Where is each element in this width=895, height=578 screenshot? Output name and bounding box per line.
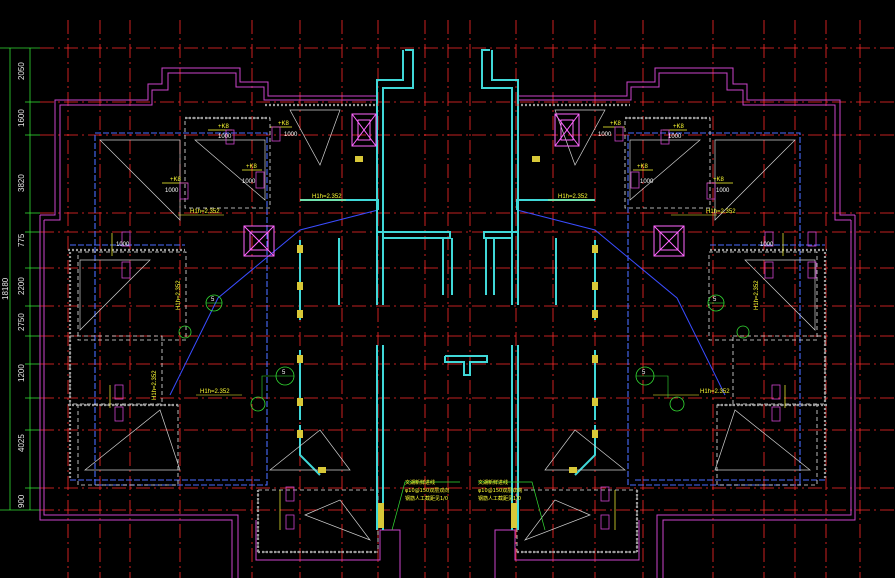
slab-hook-label: +K8	[170, 177, 182, 183]
slab-hook-label: +K8	[610, 121, 622, 127]
elevation-label-left: H1h=2.352	[312, 194, 342, 200]
dim-label-1: 1600	[17, 109, 26, 127]
columns	[243, 113, 685, 257]
slab-tag	[771, 384, 786, 422]
slab-hook-label: +K8	[637, 164, 649, 170]
note-left-line-2: φ10@150双层双向	[405, 487, 449, 494]
elevation-label-left: H1h=2.352	[152, 370, 158, 400]
elevation-label-left: H1h=2.352	[190, 209, 220, 215]
slab-size-label: 1000	[218, 134, 232, 140]
dim-label-7: 4025	[17, 434, 26, 452]
slab-hook-label: +K8	[278, 121, 290, 127]
slab-size-label: 1000	[598, 132, 612, 138]
note-right-line-3: 钢筋人工截距见1/0	[478, 495, 521, 502]
section-mark-label: 5	[211, 297, 215, 303]
stair-openings	[79, 109, 816, 541]
dimension-chain-left	[0, 47, 40, 511]
slab-size-label: 1000	[716, 188, 730, 194]
note-right-line-2: φ10@150双层双向	[478, 487, 522, 494]
slab-annotations: +K8 1000 +K8 1000 +K8 1000 +K8 1000 1000	[109, 121, 817, 530]
elevation-label-left: H1h=2.352	[200, 389, 230, 395]
slab-tag: +K8 1000	[660, 124, 687, 145]
elevation-label-right: H1h=2.352	[706, 209, 736, 215]
slab-size-label: 1000	[760, 242, 774, 248]
section-mark-label: 5	[282, 370, 286, 376]
section-markers: 5 5 5 5	[178, 294, 750, 412]
dim-label-6: 1200	[17, 364, 26, 382]
structural-walls	[299, 49, 596, 530]
slab-tag	[600, 486, 616, 530]
dim-label-0: 2050	[17, 62, 26, 80]
slab-tag: +K8 1000	[630, 164, 654, 189]
elevation-label-right: H1h=2.352	[700, 389, 730, 395]
dim-label-8: 900	[17, 494, 26, 508]
wall-studs	[297, 156, 598, 528]
slab-tag: +K8 1000	[208, 124, 235, 145]
slab-size-label: 1000	[242, 179, 256, 185]
dim-label-4: 2200	[17, 277, 26, 295]
slab-size-label: 1000	[116, 242, 130, 248]
note-left-line-1: 文湖新鲜进线	[405, 479, 435, 486]
slab-tag: 1000	[111, 231, 131, 256]
slab-tag: +K8 1000	[598, 121, 625, 142]
slab-size-label: 1000	[640, 179, 654, 185]
slab-hook-label: +K8	[218, 124, 230, 130]
slab-size-label: 1000	[284, 132, 298, 138]
elevation-label-right: H1h=2.352	[558, 194, 588, 200]
dimension-labels: 2050 1600 3820 775 2200 2750 1200 4025 9…	[1, 62, 26, 508]
slab-size-label: 1000	[165, 188, 179, 194]
slab-tag: +K8 1000	[706, 177, 733, 200]
beam-lines	[70, 132, 825, 486]
dim-label-3: 775	[17, 233, 26, 247]
section-mark-label: 5	[642, 370, 646, 376]
slab-tag	[109, 384, 124, 422]
slab-tag: +K8 1000	[162, 177, 189, 200]
elevation-labels: H1h=2.352 H1h=2.352 H1h=2.352 H1h=2.352 …	[152, 194, 760, 400]
slab-tag: +K8 1000	[270, 121, 298, 142]
slab-hook-label: +K8	[713, 177, 725, 183]
slab-tag	[121, 261, 131, 279]
slab-tag: +K8 1000	[242, 164, 265, 189]
diagonal-beams	[169, 209, 726, 396]
section-mark-label: 5	[713, 297, 717, 303]
wall-hatching	[68, 103, 827, 554]
dim-label-5: 2750	[17, 313, 26, 331]
elevation-label-left: H1h=2.352	[176, 280, 182, 310]
slab-hook-label: +K8	[246, 164, 258, 170]
outer-outline	[39, 67, 856, 578]
slab-hook-label: +K8	[673, 124, 685, 130]
slab-tag: 1000	[760, 231, 784, 256]
note-right-line-1: 文湖新鲜进线	[478, 479, 508, 486]
slab-tag	[764, 231, 817, 279]
slab-size-label: 1000	[668, 134, 682, 140]
elevation-label-right: H1h=2.352	[754, 280, 760, 310]
construction-notes: 文湖新鲜进线 φ10@150双层双向 钢筋人工截距见1/0 文湖新鲜进线 φ10…	[391, 479, 546, 531]
dim-label-2: 3820	[17, 174, 26, 192]
slab-tag	[279, 486, 295, 530]
note-left-line-3: 钢筋人工截距见1/0	[405, 495, 448, 502]
dim-total: 18180	[1, 277, 10, 300]
